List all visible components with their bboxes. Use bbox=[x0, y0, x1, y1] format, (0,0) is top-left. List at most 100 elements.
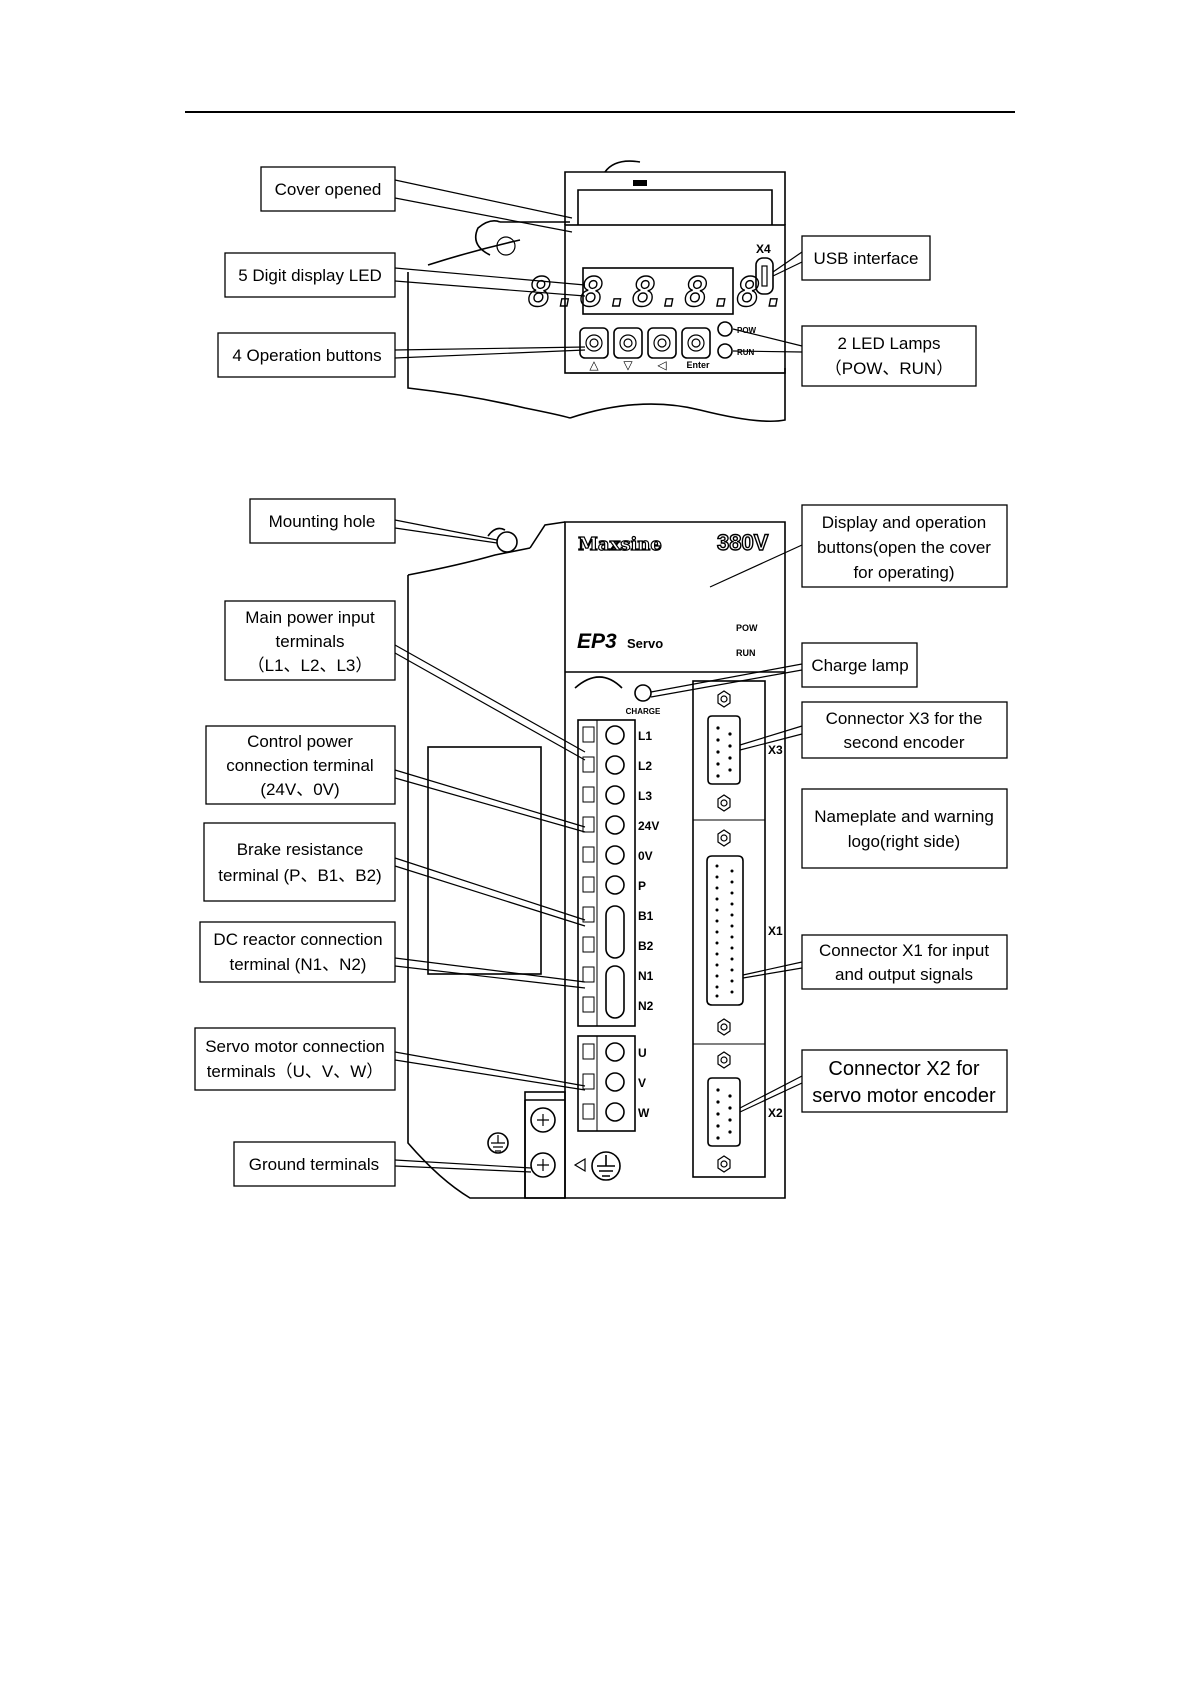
callout-dc-reactor-line2: terminal (N1、N2) bbox=[230, 955, 367, 974]
run-lamp bbox=[717, 343, 733, 359]
ground-plate bbox=[524, 1091, 566, 1199]
callout-connector-x1-line2: and output signals bbox=[835, 965, 973, 984]
button-enter[interactable] bbox=[681, 327, 711, 359]
callout-servo-motor-line2: terminals（U、V、W） bbox=[207, 1062, 384, 1081]
terminal-u: U bbox=[638, 1046, 647, 1060]
callout-operation-buttons: 4 Operation buttons bbox=[217, 332, 586, 378]
callout-dc-reactor: DC reactor connection terminal (N1、N2) bbox=[199, 921, 586, 989]
series-label: Servo bbox=[627, 636, 663, 651]
callout-mounting-hole: Mounting hole bbox=[249, 498, 498, 544]
callout-operation-buttons-text: 4 Operation buttons bbox=[232, 346, 381, 365]
callout-control-power-line3: (24V、0V) bbox=[260, 780, 339, 799]
ground-screw-1[interactable] bbox=[530, 1107, 556, 1133]
terminal-block-motor bbox=[577, 1035, 636, 1132]
callout-main-power-line3: （L1、L2、L3） bbox=[248, 656, 373, 675]
callout-connector-x2-line1: Connector X2 for bbox=[828, 1058, 980, 1080]
terminal-n2: N2 bbox=[638, 999, 654, 1013]
top-view-drive: 8.8.8.8.8. X4 △ ▽ ◁ Enter POW RUN bbox=[407, 160, 789, 423]
connector-rail bbox=[692, 680, 766, 1178]
callout-brake-resistance-line2: terminal (P、B1、B2) bbox=[218, 866, 381, 885]
terminal-b2: B2 bbox=[638, 939, 654, 953]
usb-port-label: X4 bbox=[756, 242, 771, 256]
connector-x3: X3 bbox=[707, 690, 783, 812]
callout-display-operation-line2: buttons(open the cover bbox=[817, 538, 991, 557]
callout-connector-x3-line1: Connector X3 for the bbox=[826, 709, 983, 728]
connector-x1: X1 bbox=[706, 829, 783, 1036]
callout-display-operation-line1: Display and operation bbox=[822, 513, 986, 532]
callout-digit-display-text: 5 Digit display LED bbox=[238, 266, 382, 285]
callout-connector-x2-line2: servo motor encoder bbox=[812, 1085, 996, 1107]
callout-usb-interface-text: USB interface bbox=[814, 249, 919, 268]
connector-x2-label: X2 bbox=[768, 1106, 783, 1120]
callout-connector-x3-line2: second encoder bbox=[844, 733, 965, 752]
jumper-b1-b2 bbox=[605, 905, 625, 959]
callout-servo-motor-line1: Servo motor connection bbox=[205, 1037, 385, 1056]
callout-control-power-line1: Control power bbox=[247, 732, 353, 751]
button-enter-symbol: Enter bbox=[686, 360, 710, 370]
ground-symbol-icon bbox=[487, 1132, 509, 1154]
callout-brake-resistance: Brake resistance terminal (P、B1、B2) bbox=[203, 822, 586, 927]
brand-logo: Maxsine bbox=[578, 534, 662, 555]
terminal-labels-main: L1 L2 L3 24V 0V P B1 B2 N1 N2 bbox=[638, 729, 659, 1013]
jumper-n1-n2 bbox=[605, 965, 625, 1019]
terminal-screws-main bbox=[582, 725, 625, 1019]
pow-lamp-label: POW bbox=[737, 326, 757, 335]
button-down[interactable] bbox=[613, 327, 643, 359]
button-up-symbol: △ bbox=[589, 358, 599, 372]
led-display-digits: 8.8.8.8.8. bbox=[528, 270, 789, 316]
pow-lamp bbox=[717, 321, 733, 337]
cover-latch bbox=[633, 180, 647, 186]
callout-control-power: Control power connection terminal (24V、0… bbox=[205, 725, 586, 833]
callout-connector-x2: Connector X2 for servo motor encoder bbox=[739, 1049, 1008, 1113]
nameplate-recess bbox=[427, 746, 542, 975]
callout-control-power-line2: connection terminal bbox=[226, 756, 373, 775]
callout-ground: Ground terminals bbox=[233, 1141, 532, 1187]
callout-usb-interface: USB interface bbox=[772, 235, 931, 281]
callout-ground-text: Ground terminals bbox=[249, 1155, 379, 1174]
terminal-n1: N1 bbox=[638, 969, 654, 983]
callout-main-power-line1: Main power input bbox=[245, 608, 375, 627]
callout-nameplate-line1: Nameplate and warning bbox=[814, 807, 994, 826]
charge-label: CHARGE bbox=[626, 707, 661, 716]
terminal-p: P bbox=[638, 879, 646, 893]
terminal-24v: 24V bbox=[638, 819, 659, 833]
terminal-block-main bbox=[577, 719, 636, 1027]
charge-lamp bbox=[634, 684, 652, 702]
operation-buttons: △ ▽ ◁ Enter bbox=[579, 327, 711, 372]
front-view-drive: Maxsine 380V EP3 Servo POW RUN CHARGE bbox=[407, 521, 786, 1199]
callout-charge-lamp-text: Charge lamp bbox=[811, 656, 908, 675]
terminal-l1: L1 bbox=[638, 729, 652, 743]
ground-symbol-front-icon bbox=[573, 1151, 621, 1181]
callout-charge-lamp: Charge lamp bbox=[650, 642, 918, 698]
terminal-l2: L2 bbox=[638, 759, 652, 773]
callout-mounting-hole-text: Mounting hole bbox=[269, 512, 376, 531]
callout-dc-reactor-line1: DC reactor connection bbox=[213, 930, 382, 949]
voltage-label: 380V bbox=[717, 530, 769, 555]
terminal-v: V bbox=[638, 1076, 646, 1090]
button-left[interactable] bbox=[647, 327, 677, 359]
run-lamp-label: RUN bbox=[737, 348, 755, 357]
callout-main-power: Main power input terminals （L1、L2、L3） bbox=[224, 600, 586, 761]
ground-screw-2[interactable] bbox=[530, 1152, 556, 1178]
mounting-hole bbox=[496, 531, 518, 553]
callout-cover-opened-text: Cover opened bbox=[275, 180, 382, 199]
callout-brake-resistance-line1: Brake resistance bbox=[237, 840, 364, 859]
callout-connector-x1: Connector X1 for input and output signal… bbox=[742, 934, 1008, 990]
x1-pins bbox=[715, 864, 734, 998]
callout-servo-motor: Servo motor connection terminals（U、V、W） bbox=[194, 1027, 586, 1091]
callout-led-lamps: 2 LED Lamps （POW、RUN） bbox=[732, 325, 977, 387]
button-left-symbol: ◁ bbox=[656, 358, 666, 372]
terminal-b1: B1 bbox=[638, 909, 654, 923]
callout-nameplate-line2: logo(right side) bbox=[848, 832, 960, 851]
connector-x1-label: X1 bbox=[768, 924, 783, 938]
callout-digit-display: 5 Digit display LED bbox=[224, 252, 586, 298]
callout-display-operation: Display and operation buttons(open the c… bbox=[709, 504, 1008, 588]
button-up[interactable] bbox=[579, 327, 609, 359]
connector-x2: X2 bbox=[707, 1051, 783, 1173]
callout-cover-opened: Cover opened bbox=[260, 166, 573, 233]
terminal-0v: 0V bbox=[638, 849, 653, 863]
callout-display-operation-line3: for operating) bbox=[853, 563, 954, 582]
callout-led-lamps-line1: 2 LED Lamps bbox=[838, 334, 941, 353]
model-label: EP3 bbox=[577, 630, 617, 653]
